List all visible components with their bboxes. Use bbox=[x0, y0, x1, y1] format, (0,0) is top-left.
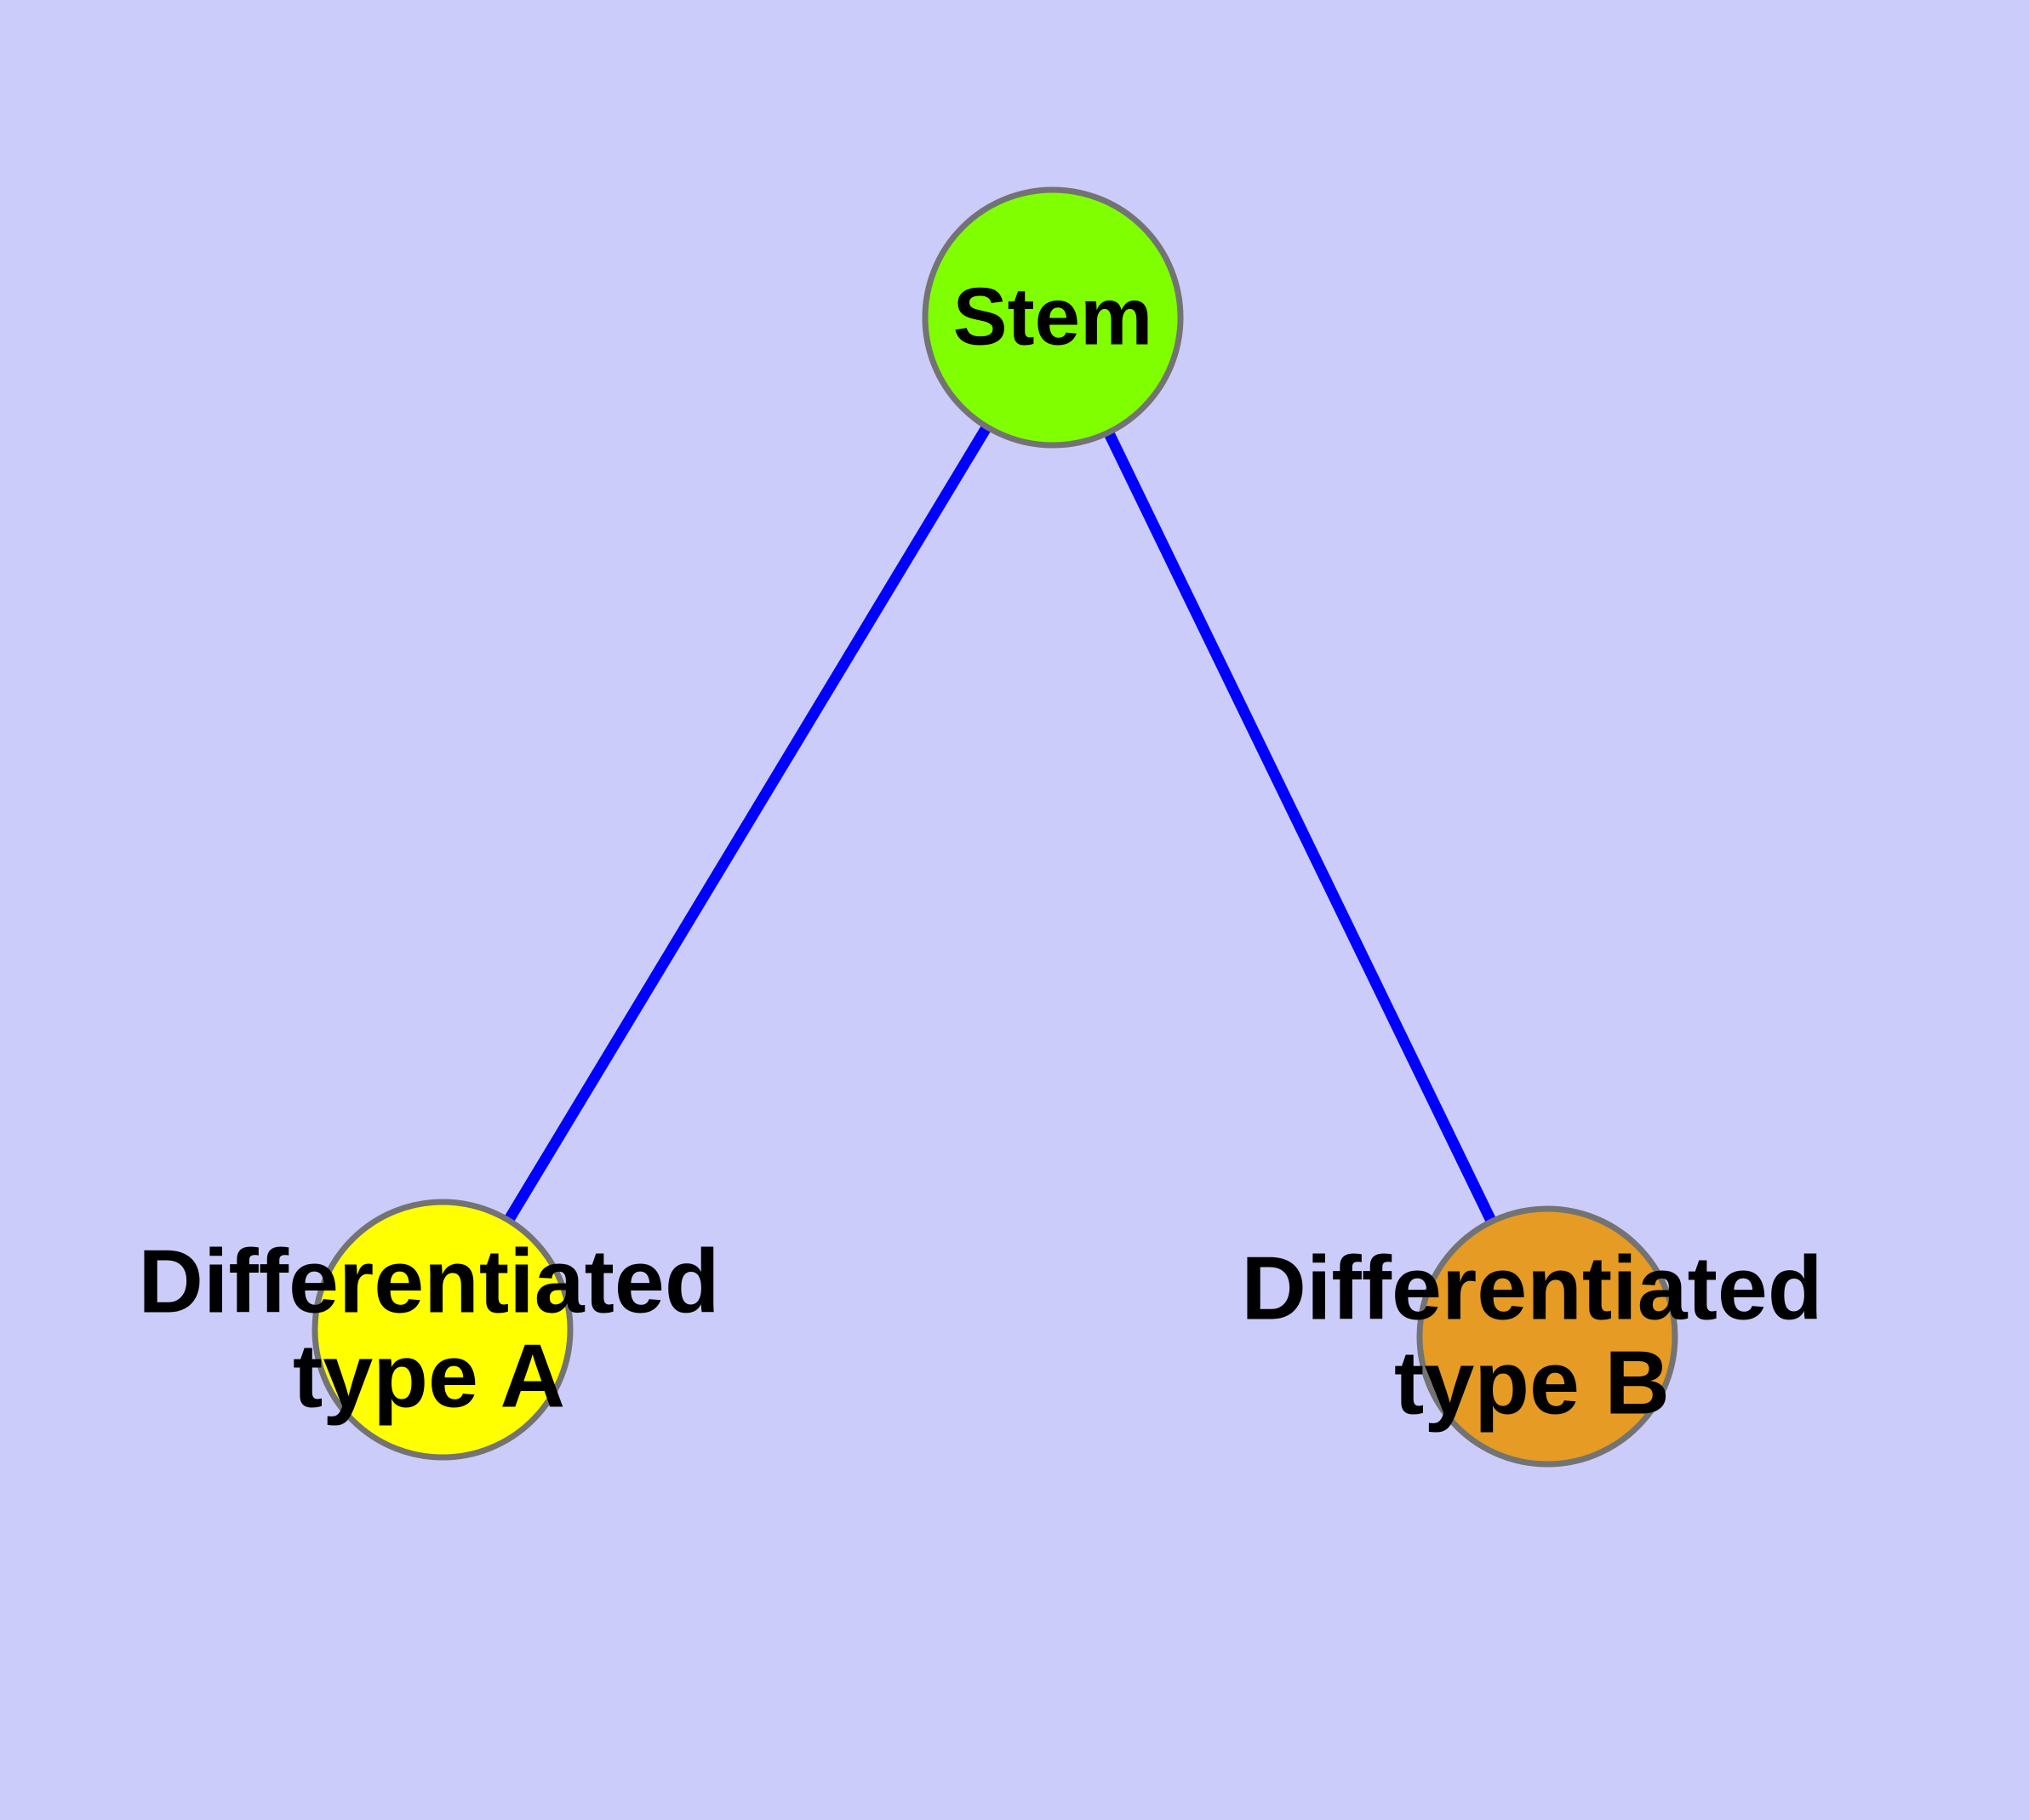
edge-layer bbox=[437, 314, 1552, 1339]
edge-stem-to-differentiated-type-b[interactable] bbox=[1048, 315, 1552, 1339]
edge-stem-to-differentiated-type-a[interactable] bbox=[437, 314, 1058, 1333]
node-differentiated-type-a[interactable] bbox=[311, 1199, 574, 1461]
node-layer bbox=[311, 186, 1678, 1468]
node-differentiated-type-b[interactable] bbox=[1416, 1205, 1678, 1468]
node-stem[interactable] bbox=[922, 186, 1184, 449]
